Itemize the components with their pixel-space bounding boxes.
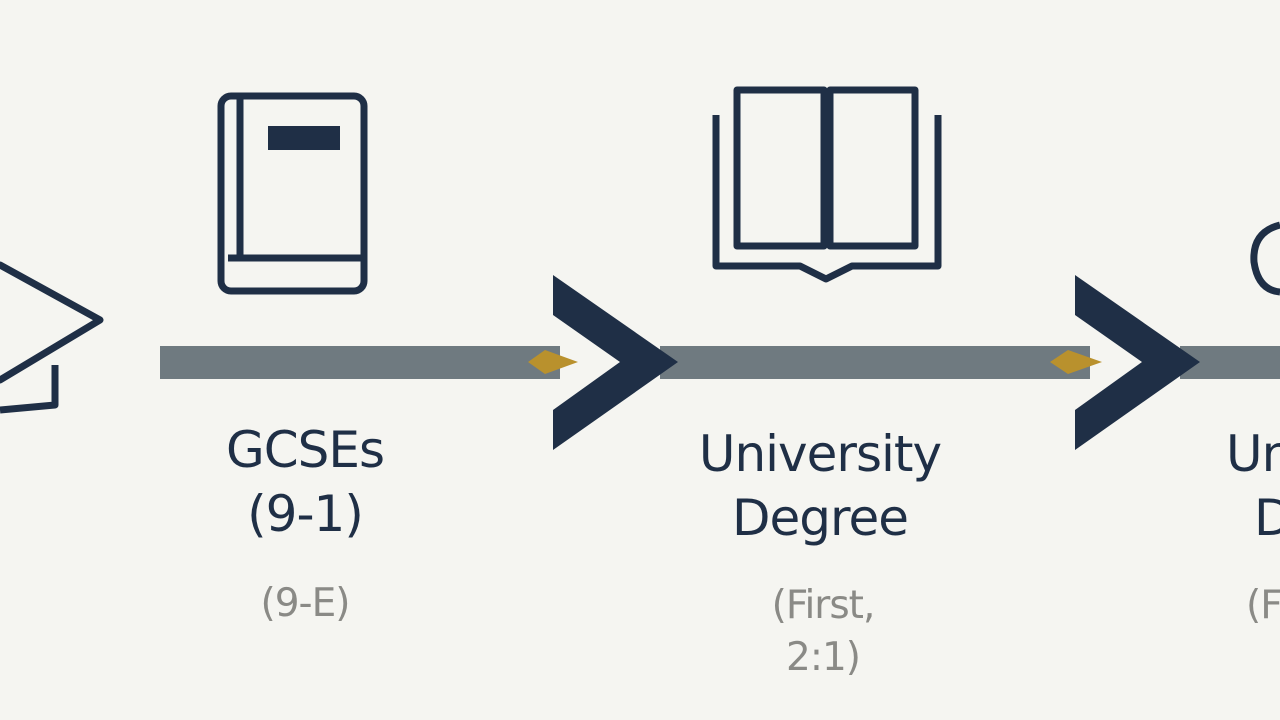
partial-subtext-line1: (F: [1246, 583, 1280, 628]
graduation-cap-icon: [0, 261, 104, 414]
stage-partial-subtext: (F: [1246, 580, 1280, 632]
chevron-arrow-icon: [1075, 275, 1200, 450]
gold-marker-2: [1050, 350, 1102, 374]
book-label-bar: [268, 126, 340, 150]
university-subtext-line1: (First,: [771, 583, 876, 628]
gcse-subtext-line1: (9-E): [260, 581, 351, 626]
stage-partial-title: Un D: [1226, 422, 1280, 550]
stage-gcse-subtext: (9-E): [200, 578, 410, 630]
gold-marker-1: [528, 350, 578, 374]
stage-university-title: University Degree: [690, 422, 950, 550]
stage-university-subtext: (First, 2:1): [718, 580, 928, 684]
university-subtext-line2: 2:1): [786, 635, 861, 680]
open-book-icon: [712, 86, 942, 283]
university-title-line1: University: [698, 425, 942, 483]
stage-gcse-title: GCSEs (9-1): [190, 418, 420, 546]
partial-title-line1: Un: [1226, 425, 1280, 483]
gcse-title-line1: GCSEs: [225, 421, 385, 479]
chevron-arrow-icon: [553, 275, 678, 450]
closed-book-icon: [217, 92, 368, 295]
partial-icon: [1250, 221, 1280, 296]
timeline-segment-2: [660, 346, 1090, 379]
university-title-line2: Degree: [732, 489, 909, 547]
gcse-title-line2: (9-1): [247, 485, 364, 543]
partial-title-line2: D: [1254, 489, 1280, 547]
timeline-segment-1: [160, 346, 560, 379]
